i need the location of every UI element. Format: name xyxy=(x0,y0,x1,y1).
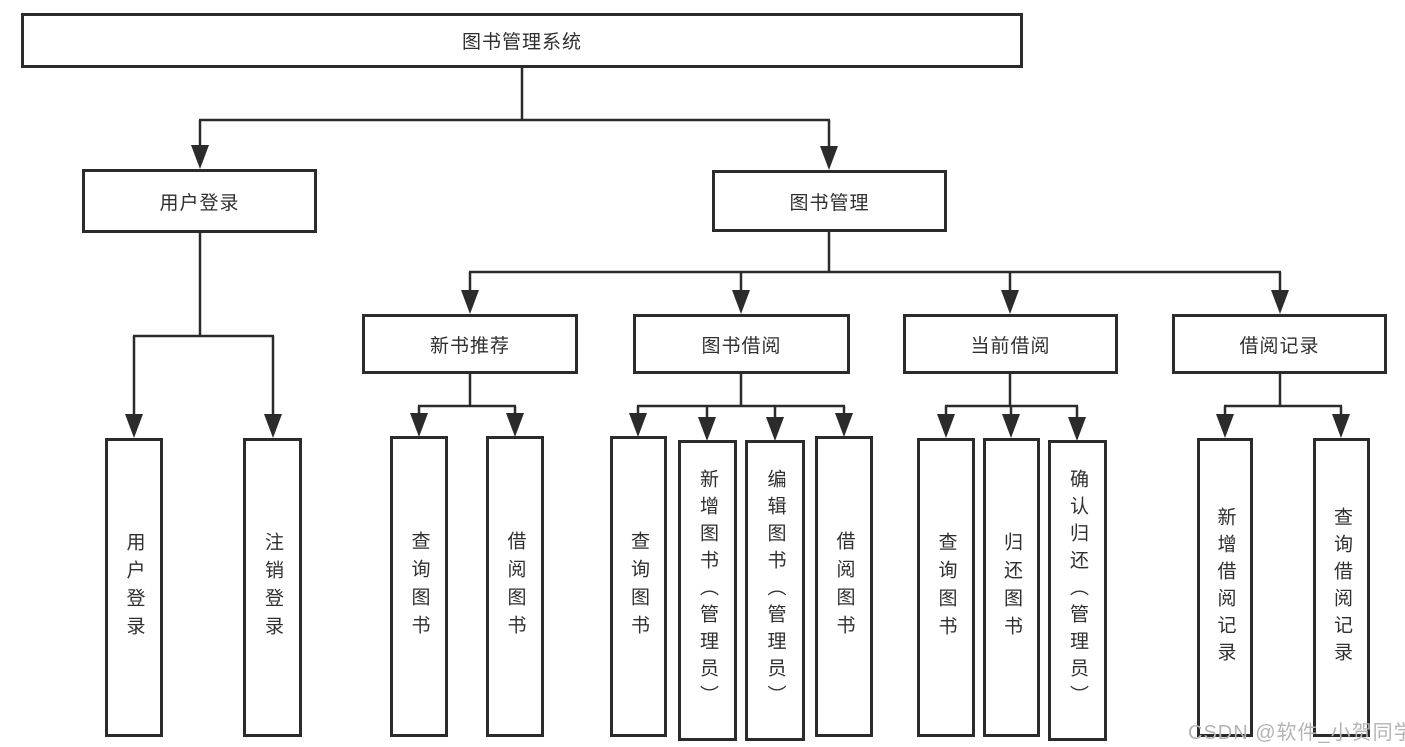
leaf-edit-book-admin: 编辑图书（管理员） xyxy=(745,440,805,741)
arrow-icon xyxy=(1216,414,1234,438)
node-book-borrow: 图书借阅 xyxy=(633,314,850,374)
arrow-icon xyxy=(766,417,784,441)
leaf-return-book: 归还图书 xyxy=(983,438,1040,737)
arrow-icon xyxy=(937,414,955,438)
arrow-icon xyxy=(191,145,209,169)
leaf-query-books-borrow: 查询图书 xyxy=(610,436,667,737)
arrow-icon xyxy=(1068,417,1086,441)
node-user-login: 用户登录 xyxy=(82,169,317,233)
node-book-management: 图书管理 xyxy=(712,170,947,232)
arrow-icon xyxy=(835,413,853,437)
arrow-icon xyxy=(820,146,838,170)
leaf-query-books-current: 查询图书 xyxy=(917,438,975,737)
arrow-icons xyxy=(125,145,1350,441)
node-borrow-records: 借阅记录 xyxy=(1172,314,1387,374)
csdn-watermark: CSDN @软件_小贺同学 xyxy=(1188,722,1405,744)
arrow-icon xyxy=(698,417,716,441)
leaf-query-borrow-record: 查询借阅记录 xyxy=(1313,438,1370,737)
arrow-icon xyxy=(1271,290,1289,314)
arrow-icon xyxy=(461,290,479,314)
node-new-book-recommend: 新书推荐 xyxy=(362,314,578,374)
arrow-icon xyxy=(629,413,647,437)
leaf-confirm-return-admin: 确认归还（管理员） xyxy=(1048,440,1107,741)
arrow-icon xyxy=(732,290,750,314)
arrow-icon xyxy=(1332,414,1350,438)
leaf-user-login: 用户登录 xyxy=(105,438,163,737)
leaf-borrow-books-recommend: 借阅图书 xyxy=(486,436,544,737)
arrow-icon xyxy=(125,414,143,438)
arrow-icon xyxy=(264,414,282,438)
arrow-icon xyxy=(1002,414,1020,438)
node-root-system: 图书管理系统 xyxy=(21,13,1023,68)
node-current-borrow: 当前借阅 xyxy=(903,314,1118,374)
arrow-icon xyxy=(410,413,428,437)
leaf-borrow-books: 借阅图书 xyxy=(815,436,873,737)
arrow-icon xyxy=(506,413,524,437)
arrow-icon xyxy=(1001,290,1019,314)
leaf-logout: 注销登录 xyxy=(243,438,302,737)
leaf-add-borrow-record: 新增借阅记录 xyxy=(1197,438,1253,737)
leaf-add-book-admin: 新增图书（管理员） xyxy=(678,440,737,741)
leaf-query-books-recommend: 查询图书 xyxy=(390,436,448,737)
